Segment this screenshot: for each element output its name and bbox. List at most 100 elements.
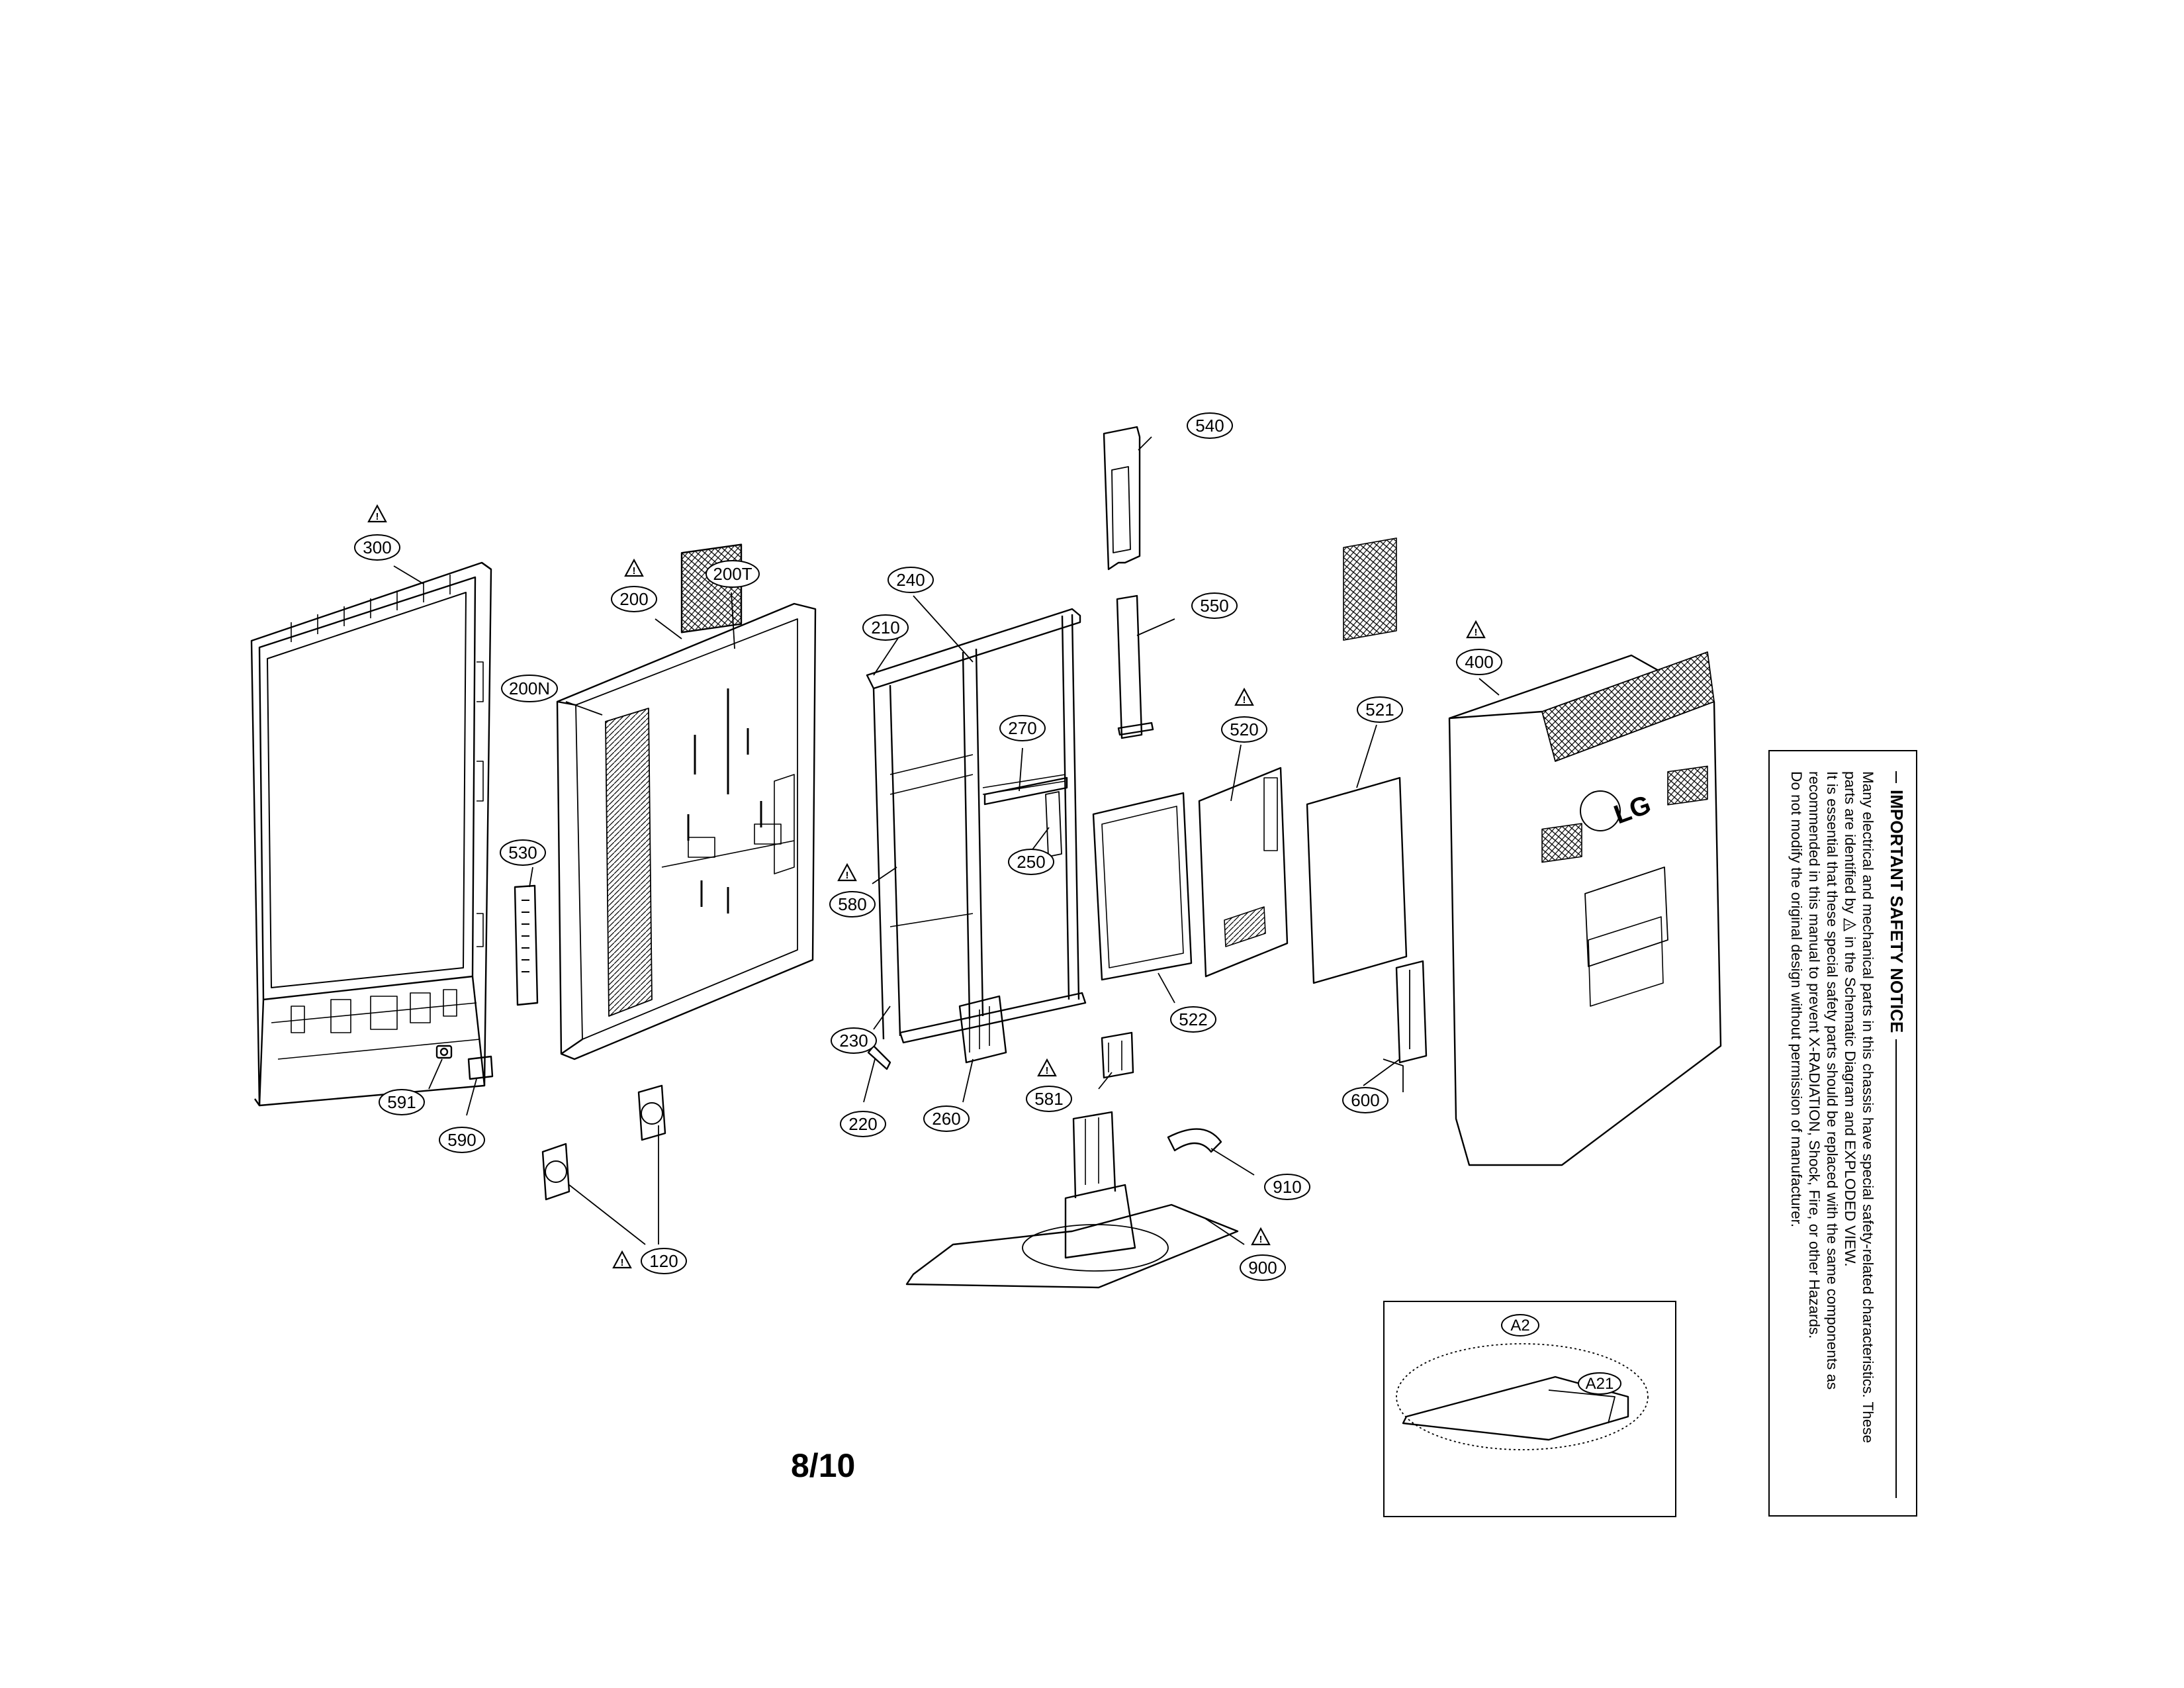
- callout-521-label: 521: [1365, 700, 1394, 720]
- callout-550: 550: [1191, 592, 1238, 619]
- callout-120: 120: [641, 1248, 687, 1274]
- callout-522: 522: [1170, 1006, 1216, 1033]
- warning-icon: [1466, 620, 1486, 639]
- hinge-260: [958, 995, 1007, 1064]
- lcd-module-200: [556, 543, 817, 1060]
- warning-icon: [1251, 1227, 1271, 1246]
- callout-600-label: 600: [1351, 1090, 1379, 1110]
- board-550: [1116, 594, 1154, 739]
- callout-200N: 200N: [501, 675, 558, 702]
- callout-260-label: 260: [932, 1109, 960, 1129]
- callout-910: 910: [1264, 1174, 1310, 1200]
- callout-521: 521: [1357, 696, 1403, 723]
- callout-A21-label: A21: [1586, 1375, 1614, 1393]
- callout-590: 590: [439, 1127, 485, 1153]
- callout-A2: A2: [1501, 1314, 1539, 1336]
- callout-200T-label: 200T: [713, 564, 752, 584]
- safety-notice-box: IMPORTANT SAFETY NOTICE Many electrical …: [1768, 750, 1917, 1517]
- warning-icon: [1037, 1058, 1057, 1078]
- leader-lines: [393, 436, 1500, 1245]
- back-cover-400: [1448, 651, 1722, 1166]
- warning-icon: [837, 863, 857, 882]
- callout-581: 581: [1026, 1086, 1072, 1112]
- speaker-120-left: [541, 1143, 570, 1201]
- part-591: [435, 1045, 453, 1059]
- warning-icon: [612, 1250, 632, 1270]
- key-bracket-530: [514, 884, 539, 1006]
- callout-910-label: 910: [1273, 1177, 1301, 1197]
- frame-assembly: [866, 608, 1087, 1070]
- bracket-581: [1101, 1031, 1134, 1079]
- callout-400: 400: [1456, 649, 1502, 675]
- callout-270-label: 270: [1008, 718, 1036, 738]
- callout-550-label: 550: [1200, 596, 1228, 616]
- svg-text:!: !: [1844, 924, 1851, 926]
- callout-540: 540: [1187, 412, 1233, 439]
- callout-600: 600: [1342, 1087, 1388, 1113]
- notice-line-5: Do not modify the original design withou…: [1788, 771, 1805, 1228]
- callout-260: 260: [923, 1105, 970, 1132]
- callout-591-label: 591: [387, 1092, 416, 1112]
- callout-270: 270: [999, 715, 1046, 741]
- part-590: [467, 1055, 494, 1080]
- notice-line-4: recommended in this manual to prevent X-…: [1806, 771, 1823, 1339]
- main-board-520: [1198, 767, 1289, 978]
- callout-220: 220: [840, 1111, 886, 1137]
- warning-icon: [624, 559, 644, 578]
- remote-inset: [1396, 1343, 1649, 1450]
- notice-line-3: It is essential that these special safet…: [1824, 771, 1841, 1390]
- callout-230: 230: [831, 1027, 877, 1054]
- lg-logo-text: LG: [1610, 790, 1655, 829]
- safety-notice-body: Many electrical and mechanical parts in …: [1788, 771, 1877, 1498]
- callout-240: 240: [887, 567, 934, 593]
- callout-530-label: 530: [508, 843, 537, 863]
- callout-200N-label: 200N: [509, 679, 550, 698]
- callout-230-label: 230: [839, 1031, 868, 1051]
- callout-250-label: 250: [1017, 852, 1045, 872]
- callout-580-label: 580: [838, 894, 866, 914]
- callout-522-label: 522: [1179, 1009, 1207, 1029]
- callout-250: 250: [1008, 849, 1054, 875]
- warning-icon: !: [1844, 918, 1857, 932]
- shield-521: [1306, 538, 1408, 984]
- callout-540-label: 540: [1195, 416, 1224, 436]
- title-rule-right: [1895, 1039, 1897, 1498]
- notice-line-1: Many electrical and mechanical parts in …: [1860, 771, 1876, 1444]
- callout-120-label: 120: [649, 1251, 678, 1271]
- bracket-540: [1103, 426, 1141, 571]
- callout-900-label: 900: [1248, 1258, 1277, 1278]
- bracket-250: [1045, 791, 1062, 857]
- callout-A2-label: A2: [1510, 1317, 1529, 1335]
- safety-notice-title-row: IMPORTANT SAFETY NOTICE: [1886, 771, 1907, 1498]
- shield-522: [1092, 792, 1193, 981]
- bracket-270: [983, 776, 1068, 806]
- callouts: 300 200 200T 200N 530 591 590 120 210 24…: [354, 412, 1621, 1395]
- callout-520: 520: [1221, 716, 1267, 743]
- bracket-600: [1383, 960, 1428, 1092]
- callout-210: 210: [862, 614, 909, 641]
- callout-240-label: 240: [896, 570, 925, 590]
- callout-591: 591: [379, 1089, 425, 1115]
- callout-200-label: 200: [619, 589, 648, 609]
- callout-300: 300: [354, 534, 400, 561]
- callout-581-label: 581: [1034, 1089, 1063, 1109]
- front-cabinet-300: [250, 561, 492, 1107]
- callout-590-label: 590: [447, 1130, 476, 1150]
- notice-line-2: parts are identified by ! in the Schemat…: [1841, 771, 1859, 1498]
- stand-900: [905, 1111, 1239, 1289]
- callout-580: 580: [829, 891, 876, 917]
- callout-200: 200: [611, 586, 657, 612]
- callout-900: 900: [1240, 1254, 1286, 1281]
- safety-notice-content: IMPORTANT SAFETY NOTICE Many electrical …: [1770, 751, 1919, 1518]
- callout-300-label: 300: [363, 538, 391, 557]
- callout-520-label: 520: [1230, 720, 1258, 739]
- notice-line-2-pre: parts are identified by: [1842, 771, 1858, 914]
- callout-220-label: 220: [848, 1114, 877, 1134]
- notice-line-2-post: in the Schematic Diagram and EXPLODED VI…: [1842, 936, 1858, 1267]
- title-rule-left: [1895, 771, 1897, 783]
- callout-200T: 200T: [705, 560, 760, 588]
- callout-210-label: 210: [871, 618, 899, 637]
- warning-icon: [367, 504, 387, 524]
- accessory-inset-frame: [1383, 1301, 1676, 1517]
